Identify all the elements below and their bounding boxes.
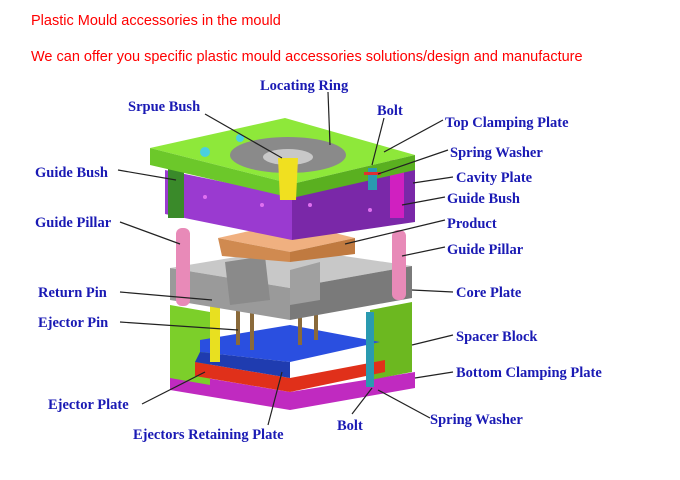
label-spring-washer-bottom: Spring Washer: [430, 412, 523, 428]
sprue-bush: [278, 158, 298, 200]
ejectors-retaining-plate: [195, 360, 385, 392]
bolt-top: [368, 168, 377, 190]
label-spring-washer-top: Spring Washer: [450, 145, 543, 161]
locating-ring-bore: [263, 149, 313, 165]
cavity-plate: [165, 168, 415, 240]
return-pin: [210, 292, 220, 362]
page-subtitle: We can offer you specific plastic mould …: [31, 49, 583, 65]
label-locating-ring: Locating Ring: [260, 78, 349, 94]
label-spacer-block: Spacer Block: [456, 329, 538, 345]
label-bolt-top: Bolt: [377, 103, 403, 119]
label-guide-pillar-left: Guide Pillar: [35, 215, 112, 231]
ejector-plate: [200, 325, 380, 362]
core-plate: [170, 248, 412, 320]
label-top-clamping-plate: Top Clamping Plate: [445, 115, 569, 131]
guide-bush-left: [168, 160, 184, 218]
label-cavity-plate: Cavity Plate: [456, 170, 533, 186]
label-guide-bush-right: Guide Bush: [447, 191, 520, 207]
label-bolt-bottom: Bolt: [337, 418, 363, 434]
guide-pillar-left: [176, 228, 190, 306]
label-return-pin: Return Pin: [38, 285, 107, 301]
label-ejector-pin: Ejector Pin: [38, 315, 108, 331]
leader-lines: [117, 91, 454, 426]
guide-pillar-right: [392, 230, 406, 300]
label-ejectors-retaining-plate: Ejectors Retaining Plate: [133, 427, 284, 443]
label-core-plate: Core Plate: [456, 285, 522, 301]
bolt-bottom: [366, 312, 374, 387]
label-guide-pillar-right: Guide Pillar: [447, 242, 524, 258]
bottom-clamping-plate: [170, 372, 415, 410]
label-guide-bush-left: Guide Bush: [35, 165, 108, 181]
page-title: Plastic Mould accessories in the mould: [31, 13, 281, 29]
spring-washer-top: [364, 172, 381, 175]
label-product: Product: [447, 216, 497, 232]
label-ejector-plate: Ejector Plate: [48, 397, 129, 413]
label-sprue-bush: Srpue Bush: [128, 99, 200, 115]
label-bottom-clamping-plate: Bottom Clamping Plate: [456, 365, 602, 381]
